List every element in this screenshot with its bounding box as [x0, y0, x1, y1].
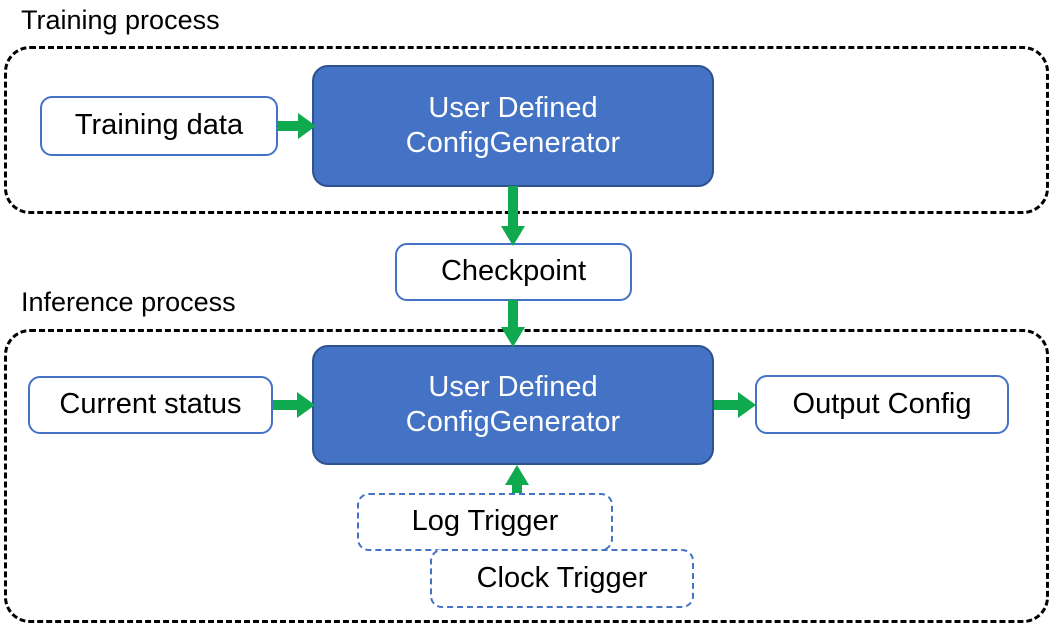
- node-clock-trigger[interactable]: Clock Trigger: [430, 549, 694, 608]
- node-log-trigger-label: Log Trigger: [411, 505, 559, 538]
- node-cfggen-train-line2: ConfigGenerator: [405, 127, 621, 159]
- node-current-status-label: Current status: [59, 388, 242, 421]
- node-output-config[interactable]: Output Config: [755, 375, 1009, 434]
- node-cfggen-infer-line1: User Defined: [428, 370, 598, 403]
- node-training-data-label: Training data: [74, 109, 244, 142]
- node-cfggen-train-text: User Defined ConfigGenerator: [406, 91, 620, 162]
- node-checkpoint-label: Checkpoint: [440, 255, 587, 288]
- node-checkpoint[interactable]: Checkpoint: [395, 243, 632, 301]
- node-output-config-label: Output Config: [792, 387, 972, 420]
- node-log-trigger[interactable]: Log Trigger: [357, 493, 613, 551]
- arrow-checkpoint-to-configgenerator: [501, 300, 525, 347]
- process-container-training: [4, 46, 1049, 214]
- node-user-defined-configgenerator-training[interactable]: User Defined ConfigGenerator: [312, 65, 714, 187]
- arrow-trigger-to-configgenerator: [505, 465, 529, 507]
- section-label-inference: Inference process: [21, 287, 236, 317]
- arrow-configgenerator-to-output-config: [714, 392, 756, 418]
- node-user-defined-configgenerator-inference[interactable]: User Defined ConfigGenerator: [312, 345, 714, 465]
- node-cfggen-infer-text: User Defined ConfigGenerator: [406, 370, 620, 441]
- section-label-training: Training process: [21, 5, 220, 35]
- node-clock-trigger-label: Clock Trigger: [476, 561, 648, 594]
- arrow-training-data-to-configgenerator: [278, 113, 316, 139]
- node-cfggen-train-line1: User Defined: [428, 91, 598, 124]
- node-training-data[interactable]: Training data: [40, 96, 278, 156]
- arrow-current-status-to-configgenerator: [273, 392, 315, 418]
- process-container-inference: [4, 329, 1049, 623]
- node-cfggen-infer-line2: ConfigGenerator: [405, 406, 621, 438]
- arrow-configgenerator-to-checkpoint: [501, 186, 525, 246]
- node-current-status[interactable]: Current status: [28, 376, 273, 434]
